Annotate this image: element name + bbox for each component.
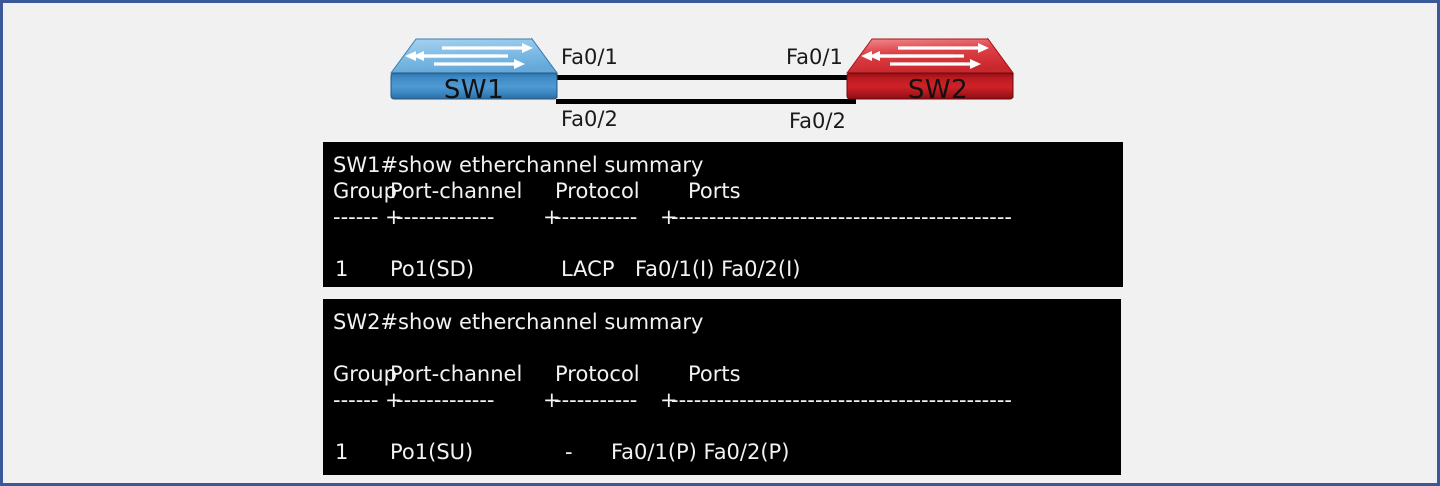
rule-seg-2: -------------: [396, 205, 495, 229]
rule-plus-3: +: [660, 388, 678, 412]
cell-protocol: -: [565, 440, 573, 464]
cell-port-channel: Po1(SD): [390, 257, 475, 281]
column-header-port-channel: Port-channel: [390, 362, 523, 386]
table-row: 1 Po1(SU) - Fa0/1(P) Fa0/2(P): [333, 439, 1121, 465]
column-header-ports: Ports: [688, 362, 741, 386]
column-header-protocol: Protocol: [555, 179, 640, 203]
sw2-command-line: SW2#show etherchannel summary: [333, 310, 704, 334]
rule-plus-1: +: [385, 388, 403, 412]
switch-sw2[interactable]: SW2: [842, 31, 1018, 111]
column-header-port-channel: Port-channel: [390, 179, 523, 203]
cell-ports: Fa0/1(I) Fa0/2(I): [635, 257, 801, 281]
sw2-blank-line-mid: [333, 413, 1121, 439]
column-header-group: Group: [333, 362, 397, 386]
rule-plus-3: +: [660, 205, 678, 229]
rule-plus-2: +: [543, 388, 561, 412]
sw2-rule-row: ------ + ------------- + ----------- + -…: [333, 387, 1121, 413]
port-label-sw1-fa0-2: Fa0/2: [561, 107, 618, 131]
rule-seg-1: ------: [333, 388, 379, 412]
sw2-blank-line-top: [333, 335, 1121, 361]
cell-group: 1: [335, 257, 349, 281]
port-label-sw2-fa0-2: Fa0/2: [789, 109, 846, 133]
rule-plus-1: +: [385, 205, 403, 229]
sw1-blank-line: [333, 230, 1123, 256]
switch-sw1[interactable]: SW1: [386, 31, 562, 111]
rule-plus-2: +: [543, 205, 561, 229]
sw2-header-row: Group Port-channel Protocol Ports: [333, 361, 1121, 387]
cell-ports: Fa0/1(P) Fa0/2(P): [611, 440, 790, 464]
rule-seg-4: ----------------------------------------…: [671, 205, 1012, 229]
cell-group: 1: [335, 440, 349, 464]
sw1-header-row: Group Port-channel Protocol Ports: [333, 178, 1123, 204]
port-label-sw1-fa0-1: Fa0/1: [561, 45, 618, 69]
cell-protocol: LACP: [561, 257, 615, 281]
column-header-group: Group: [333, 179, 397, 203]
link-cable-fa0-2: [556, 99, 856, 104]
rule-seg-1: ------: [333, 205, 379, 229]
port-label-sw2-fa0-1: Fa0/1: [786, 45, 843, 69]
sw1-terminal-output: SW1#show etherchannel summary Group Port…: [323, 142, 1123, 287]
cell-port-channel: Po1(SU): [390, 440, 474, 464]
rule-seg-3: -----------: [554, 388, 638, 412]
table-row: 1 Po1(SD) LACP Fa0/1(I) Fa0/2(I): [333, 256, 1123, 282]
sw2-terminal-output: SW2#show etherchannel summary Group Port…: [323, 299, 1121, 475]
column-header-protocol: Protocol: [555, 362, 640, 386]
rule-seg-3: -----------: [554, 205, 638, 229]
rule-seg-2: -------------: [396, 388, 495, 412]
rule-seg-4: ----------------------------------------…: [671, 388, 1012, 412]
link-cable-fa0-1: [556, 75, 856, 80]
column-header-ports: Ports: [688, 179, 741, 203]
switch-icon: [846, 37, 1014, 100]
sw1-command-line: SW1#show etherchannel summary: [333, 153, 704, 177]
network-topology: Fa0/1 Fa0/2 Fa0/1 Fa0/2: [3, 3, 1437, 138]
switch-icon: [390, 37, 558, 100]
sw1-rule-row: ------ + ------------- + ----------- + -…: [333, 204, 1123, 230]
